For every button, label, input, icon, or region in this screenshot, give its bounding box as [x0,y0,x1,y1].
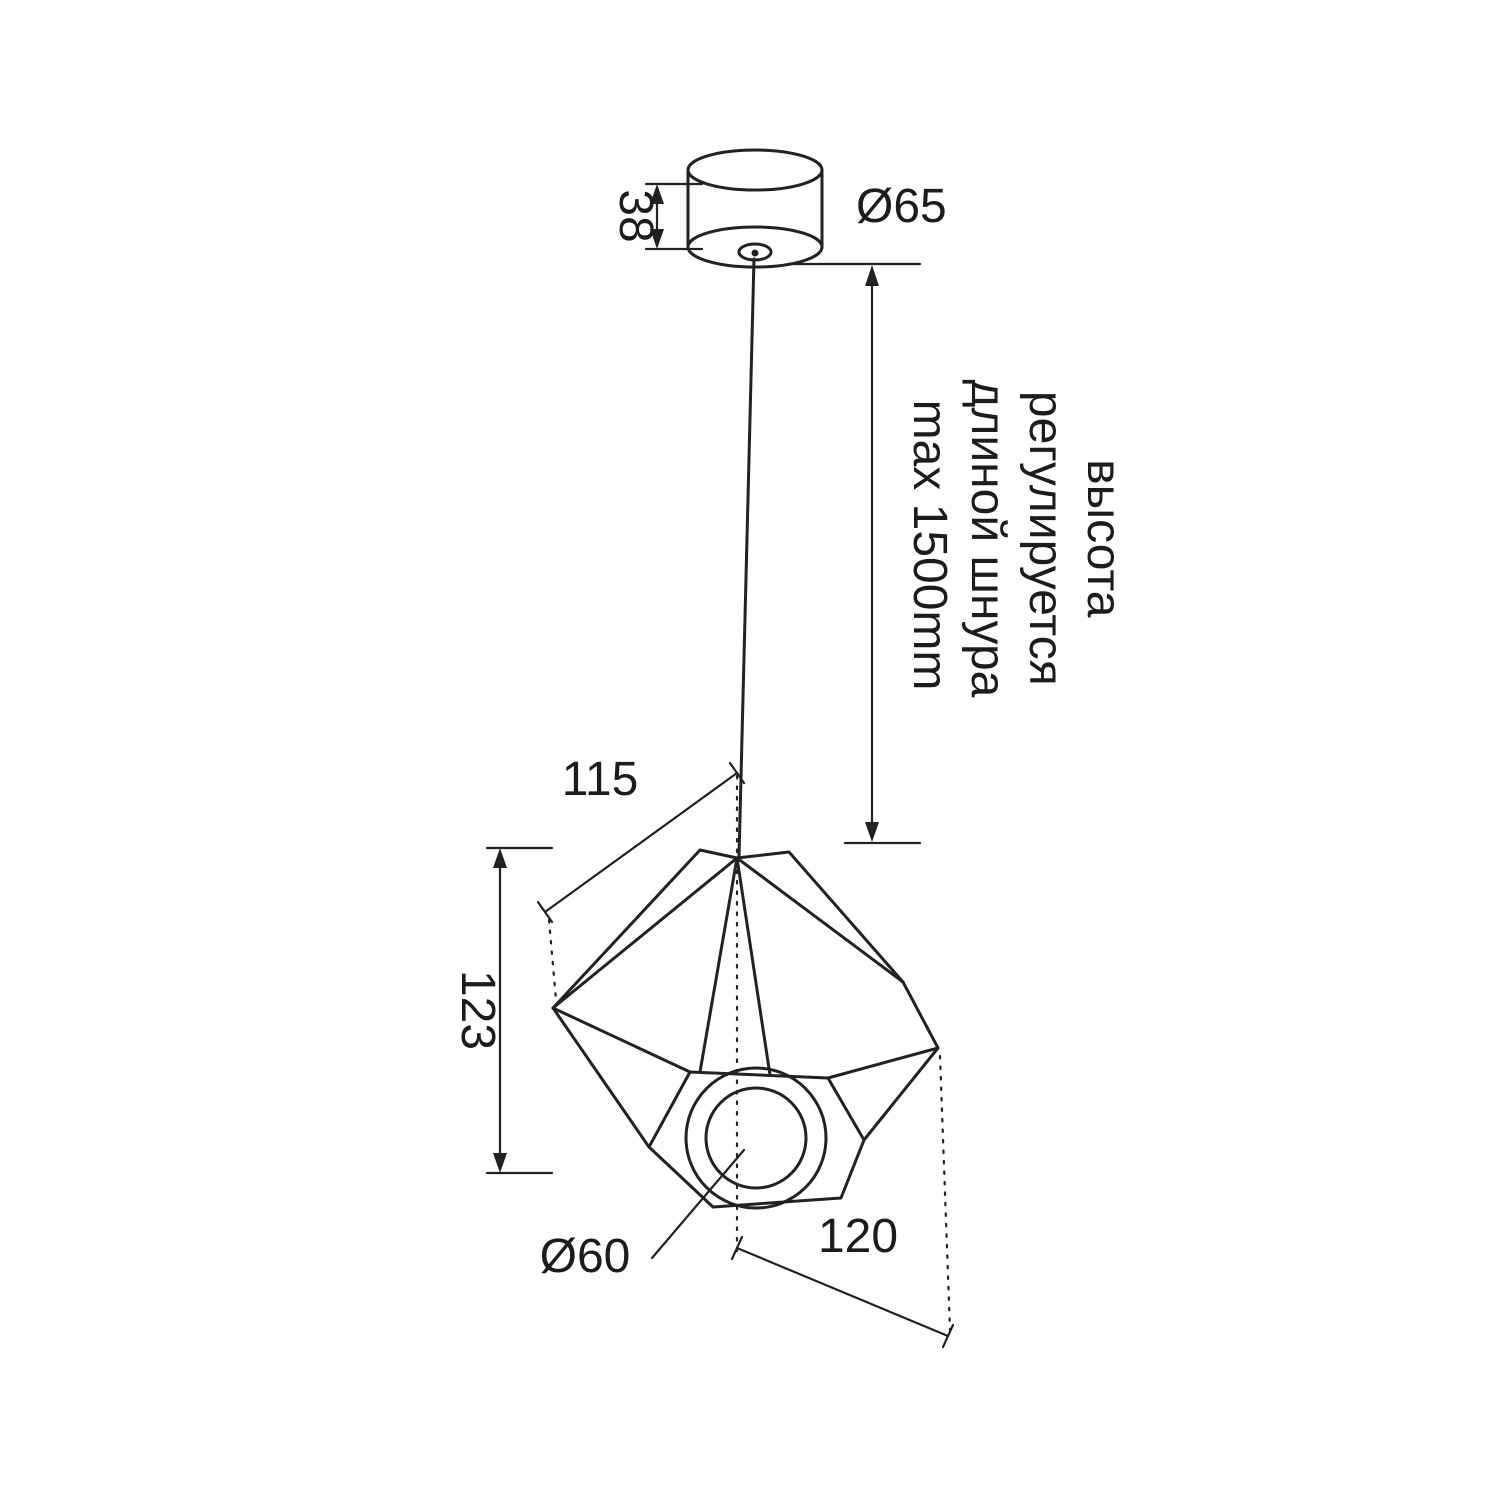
dim-shade-height: 123 [451,846,554,1175]
dim-line [735,1246,950,1338]
opening-diameter-label: Ø60 [540,1230,631,1283]
opening-inner-circle [704,1086,808,1190]
leader-line [650,1148,746,1260]
hexagon-edge-top [688,1070,830,1080]
canopy-cord-exit-dot [751,249,759,257]
dim-opening-diameter: Ø60 [540,1148,746,1283]
dim-tick-right [728,761,746,785]
facet-left-vertex-to-hex [551,1006,692,1074]
extension-right-vertex [938,1054,952,1332]
dim-arrow-down [865,822,879,842]
hexagon-edge-left [647,1070,692,1149]
note-line-4: max 1500mm [903,400,956,691]
canopy [686,148,824,269]
note-line-3: длиной шнура [961,379,1014,697]
facet-apex-to-right-bend [735,856,905,984]
note-line-1: высота [1077,459,1130,618]
canopy-height-label: 38 [609,189,662,242]
extension-left-vertex [547,918,558,1002]
dim-line [543,771,739,914]
dim-shade-bottom-width: 120 [730,1054,955,1349]
shade-facet-lines [551,856,940,1149]
shade [551,848,940,1210]
dim-arrow-up [650,184,664,204]
dim-canopy-height: 38 [609,182,704,251]
dim-arrow-down [493,1153,507,1173]
hexagon-edge-right [826,1076,866,1142]
dim-tick-right [941,1323,955,1349]
dim-arrow-up [493,848,507,868]
shade-silhouette [551,848,940,1209]
note-line-2: регулируется [1019,391,1072,686]
facet-front-triangle-left [698,856,739,1074]
dim-arrow-down [650,229,664,249]
shade-height-label: 123 [451,970,504,1050]
dim-arrow-up [865,265,879,286]
facet-front-triangle-right [735,856,772,1077]
canopy-diameter-label: Ø65 [856,180,947,233]
facet-apex-to-left-vertex [551,856,739,1010]
opening-outer-circle [684,1066,828,1210]
shade-bottom-width-label: 120 [818,1210,898,1263]
dim-tick-left [730,1235,744,1261]
dim-shade-top-width: 115 [536,753,746,1002]
shade-top-width-label: 115 [562,753,639,806]
canopy-top-ellipse [686,148,824,192]
cord-adjustable-note: высота регулируется длиной шнура max 150… [903,379,1130,710]
dim-cord-height [786,262,922,845]
facet-right-vertex-to-hex [826,1046,940,1080]
dim-tick-left [536,900,554,924]
cord-line [737,257,756,859]
